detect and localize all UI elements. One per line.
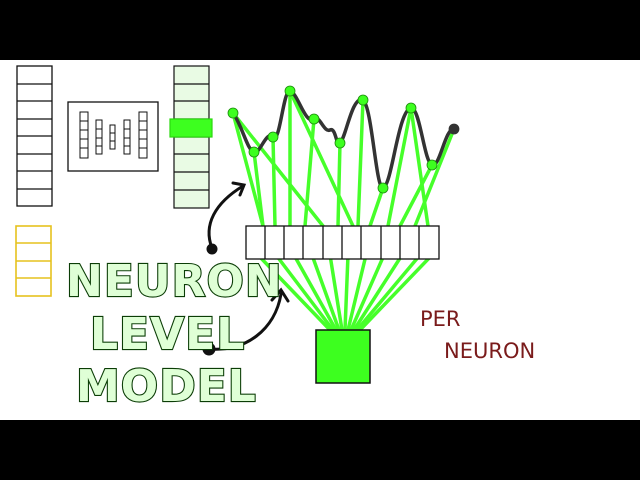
title-line-model: MODEL (76, 361, 257, 412)
left-cell-column (16, 65, 53, 207)
mini-stack (79, 111, 148, 159)
title-line-neuron: NEURON (66, 256, 283, 307)
note-line-per: PER (420, 307, 461, 331)
green-cell-column (169, 65, 213, 209)
highlighted-cell (169, 118, 213, 138)
input-bar (245, 225, 440, 260)
title-block: NEURON LEVEL MODEL (65, 255, 283, 413)
upper-fan-lines (231, 89, 456, 228)
arrow-to-signal (206, 181, 247, 255)
note-block: PER NEURON (420, 307, 535, 363)
lower-fan-lines (256, 253, 434, 332)
arrow-to-input (202, 287, 290, 356)
yellow-cell-column (15, 225, 52, 297)
title-line-level: LEVEL (90, 309, 245, 360)
signal-points (227, 85, 460, 194)
note-line-neuron: NEURON (444, 339, 535, 363)
mini-network-box (67, 101, 159, 172)
model-box (315, 329, 371, 384)
last-point (448, 123, 460, 135)
